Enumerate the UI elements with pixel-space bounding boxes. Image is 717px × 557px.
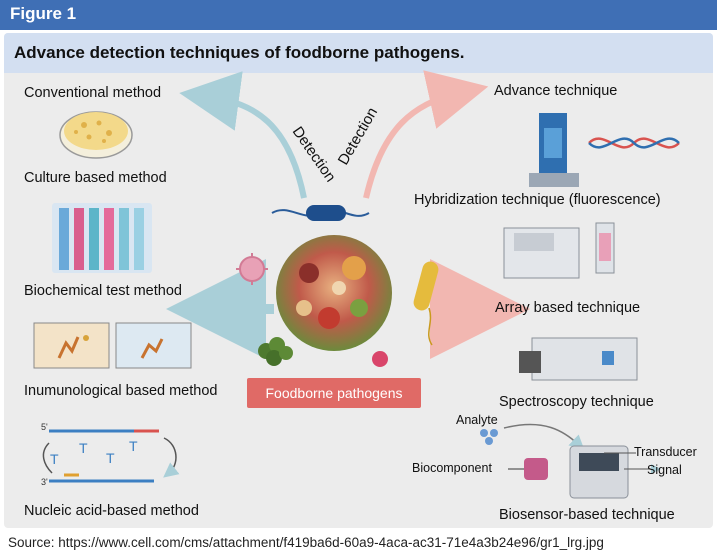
detection-arrow-left bbox=[179, 71, 307, 199]
petri-dish-icon bbox=[59, 111, 133, 159]
figure-label: Figure 1 bbox=[10, 4, 77, 23]
title-band: Advance detection techniques of foodborn… bbox=[4, 33, 713, 73]
diagram-graphics: T T T T bbox=[33, 70, 680, 499]
detection-label-right: Detection bbox=[335, 105, 381, 168]
bacteria-cluster-icon bbox=[258, 337, 293, 366]
nucleic-acid-strand-icon: T T T T bbox=[42, 429, 180, 483]
biosensor-device-icon bbox=[480, 423, 661, 499]
spectroscopy-machine-icon bbox=[519, 337, 638, 381]
svg-text:T: T bbox=[50, 451, 59, 467]
svg-text:T: T bbox=[129, 438, 138, 454]
dna-helix-icon bbox=[588, 137, 680, 149]
array-machine-icon bbox=[503, 222, 615, 279]
biochemical-method-label: Biochemical test method bbox=[24, 283, 182, 299]
source-citation: Source: https://www.cell.com/cms/attachm… bbox=[8, 535, 604, 550]
svg-text:T: T bbox=[79, 440, 88, 456]
transducer-label: Transducer bbox=[634, 445, 697, 459]
hybridization-technique-label: Hybridization technique (fluorescence) bbox=[414, 192, 661, 208]
nucleic-acid-method-label: Nucleic acid-based method bbox=[24, 503, 199, 519]
diagram-title: Advance detection techniques of foodborn… bbox=[14, 43, 465, 62]
virus-icon bbox=[236, 253, 268, 285]
culture-method-label: Culture based method bbox=[24, 170, 167, 186]
biosensor-technique-label: Biosensor-based technique bbox=[499, 507, 675, 523]
fluorescence-instrument-icon bbox=[529, 113, 579, 187]
rod-bacterium-icon bbox=[413, 261, 439, 346]
three-prime-label: 3' bbox=[41, 477, 48, 487]
foodborne-pathogens-box: Foodborne pathogens bbox=[247, 378, 421, 408]
dna-bacterium-icon bbox=[271, 205, 370, 221]
signal-label: Signal bbox=[647, 463, 682, 477]
advance-technique-heading: Advance technique bbox=[494, 83, 618, 99]
immunology-wells-icon bbox=[33, 322, 192, 369]
food-bowl-image bbox=[276, 235, 392, 351]
five-prime-label: 5' bbox=[41, 422, 48, 432]
diagram-panel: Advance detection techniques of foodborn… bbox=[4, 33, 713, 528]
detection-arrow-right bbox=[363, 70, 489, 199]
spectroscopy-technique-label: Spectroscopy technique bbox=[499, 394, 654, 410]
analyte-label: Analyte bbox=[456, 413, 498, 427]
svg-text:T: T bbox=[106, 450, 115, 466]
conventional-method-heading: Conventional method bbox=[24, 85, 162, 101]
biocomponent-label: Biocomponent bbox=[412, 461, 492, 475]
test-tubes-icon bbox=[52, 203, 152, 273]
figure-header-bar: Figure 1 bbox=[0, 0, 717, 30]
array-technique-label: Array based technique bbox=[495, 300, 641, 316]
pink-microbe-icon bbox=[372, 351, 388, 367]
immunological-method-label: Inumunological based method bbox=[24, 383, 218, 399]
